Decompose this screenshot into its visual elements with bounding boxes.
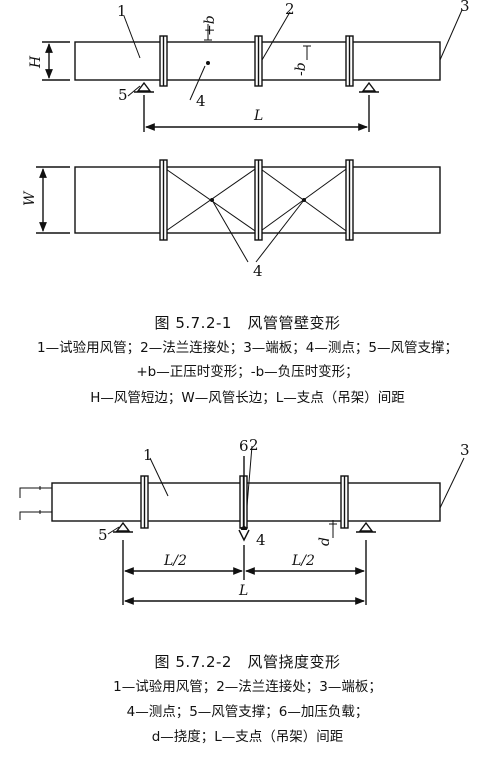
callout-4: 4 [196,92,206,110]
figure1-legend-line: +b—正压时变形；-b—负压时变形； [136,364,359,380]
figure1-legend-line: H—风管短边；W—风管长边；L—支点（吊架）间距 [90,390,405,406]
figure2-caption-title: 图 5.7.2-2 风管挠度变形 [154,653,341,671]
callout-5: 5 [98,526,108,544]
figure2-legend-line: d—挠度；L—支点（吊架）间距 [151,729,344,745]
callout-1: 1 [117,2,127,20]
callout-6: 6 [239,437,249,455]
duct-support-left [136,81,152,92]
dimension-half-right: L/2 [291,553,315,569]
measuring-point [210,198,214,202]
flange-joint [254,35,263,87]
figure1-elevation [42,9,463,132]
figure2-labels: 1 2 3 4 5 6 L/2 L/2 L d [98,436,470,599]
callout-1: 1 [143,446,153,464]
dimension-l: L [253,108,263,124]
dimension-h: H [28,55,44,69]
flange-joint [345,159,354,241]
callout-3: 3 [460,441,470,459]
flange-joint [340,475,349,529]
callout-3: 3 [460,0,470,15]
label-negative-deformation: -b [293,62,309,76]
measuring-point [206,61,210,65]
dimension-half-left: L/2 [163,553,187,569]
dimension-l: L [238,583,248,599]
figure2-legend-line: 1—试验用风管；2—法兰连接处；3—端板； [113,679,382,695]
duct-support-left [115,521,131,532]
callout-5: 5 [118,86,128,104]
flange-joint [345,35,354,87]
duct-support-right [358,521,374,532]
flange-joint [159,35,168,87]
figure2-elevation [19,445,465,605]
dimension-w: W [22,190,38,206]
figure1-plan [36,159,441,263]
callout-2: 2 [285,0,295,18]
figure1-legend-line: 1—试验用风管；2—法兰连接处；3—端板；4—测点；5—风管支撑； [37,340,458,356]
callout-4: 4 [256,531,266,549]
figure1-caption-title: 图 5.7.2-1 风管管壁变形 [154,314,341,332]
figure2-legend-line: 4—测点；5—风管支撑；6—加压负载； [126,704,369,720]
flange-joint [159,159,168,241]
measuring-point [302,198,306,202]
label-deflection: d [317,537,333,546]
flange-joint [254,159,263,241]
measuring-point [242,526,246,530]
figure1-labels: 1 2 3 4 5 H L +b -b [28,0,470,124]
callout-4: 4 [253,262,263,280]
label-positive-deformation: +b [202,15,218,36]
callout-2: 2 [249,436,259,454]
flange-joint [140,475,149,529]
duct-support-right [361,81,377,92]
